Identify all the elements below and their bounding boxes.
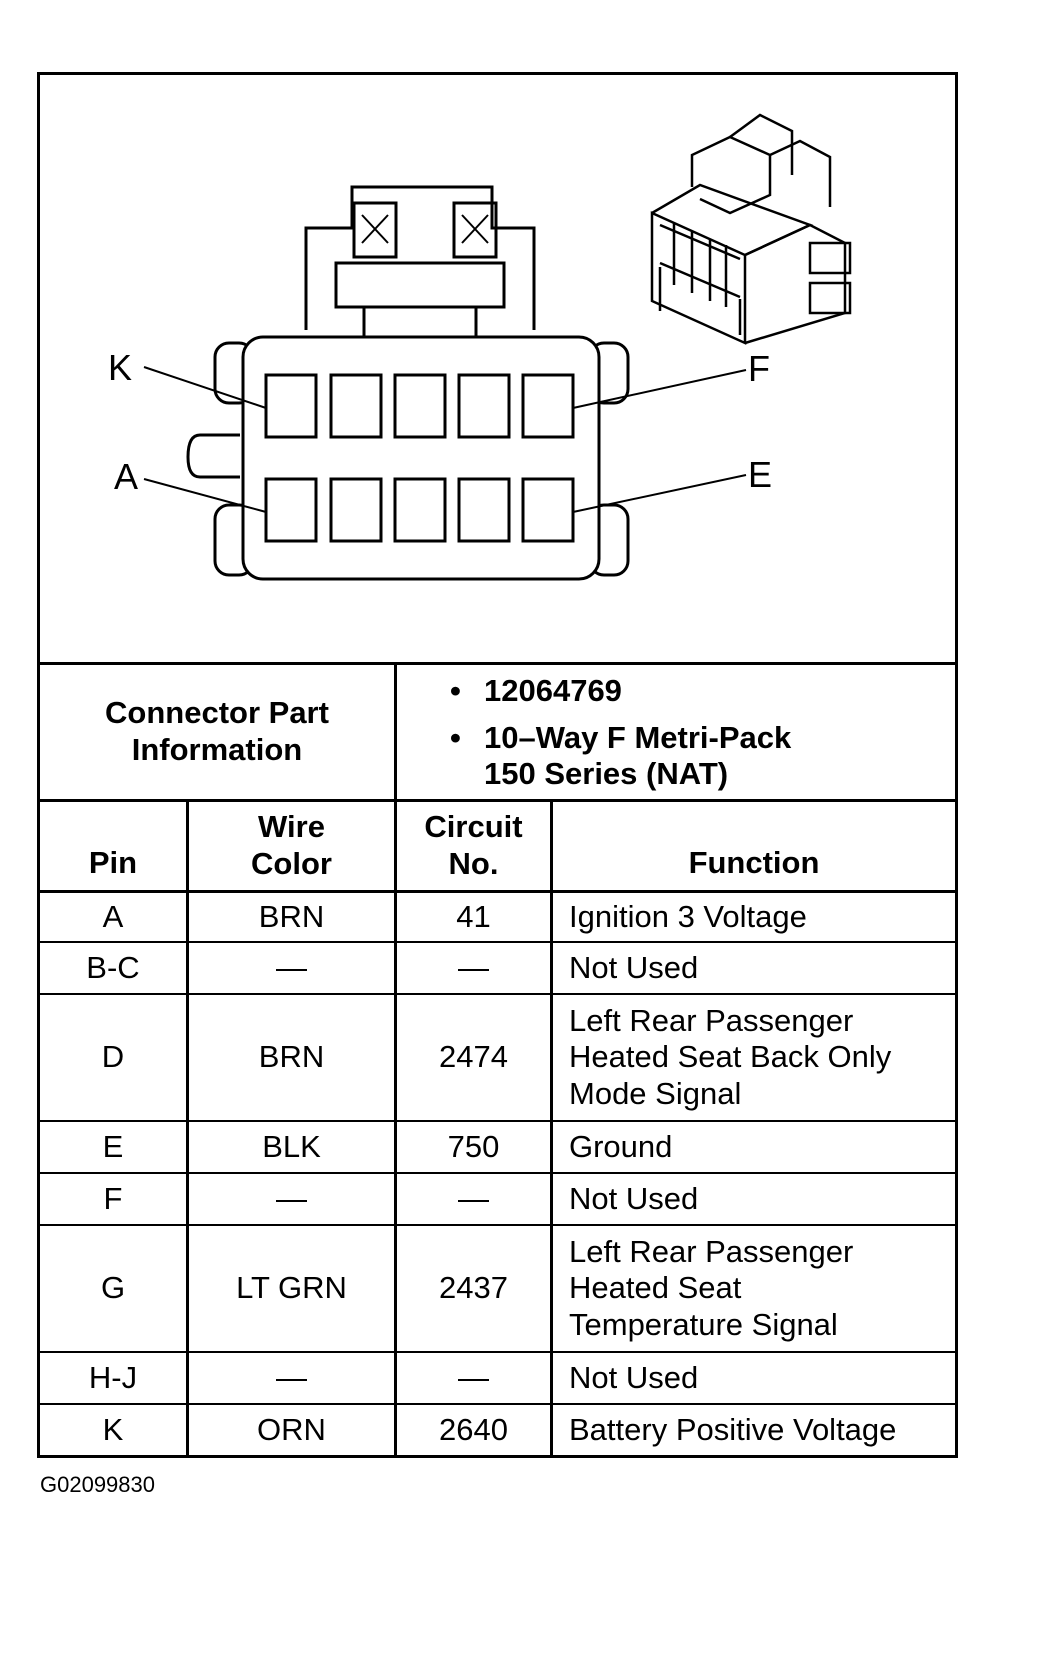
pin-label-e: E (748, 454, 772, 495)
row-a-circuit: 41 (456, 898, 491, 934)
cavity-f (521, 373, 575, 439)
connector-part-number: •12064769 (450, 673, 622, 708)
latch-bar (334, 261, 506, 309)
row-g-function: Left Rear Passenger Heated Seat Temperat… (569, 1233, 854, 1342)
row-f-pin: F (103, 1180, 123, 1216)
header-circuit: Circuit No. (424, 809, 523, 881)
row-k-wire-color: ORN (257, 1411, 326, 1447)
row-g-circuit: 2437 (439, 1270, 508, 1306)
row-bc-function: Not Used (569, 949, 699, 985)
row-k-function: Battery Positive Voltage (569, 1411, 897, 1447)
row-e-function: Ground (569, 1128, 673, 1164)
cavity-top-3 (393, 373, 447, 439)
row-a-pin: A (102, 898, 124, 934)
header-function: Function (688, 845, 820, 881)
row-d-function: Left Rear Passenger Heated Seat Back Onl… (569, 1002, 892, 1111)
row-a-wire-color: BRN (258, 898, 325, 934)
row-bc-pin: B-C (86, 949, 140, 985)
row-k-circuit: 2640 (439, 1411, 508, 1447)
connector-part-info-list: •12064769 •10–Way F Metri-Pack 150 Serie… (450, 673, 910, 803)
cavity-bottom-3 (393, 477, 447, 543)
connector-body (241, 335, 601, 581)
cavity-bottom-2 (329, 477, 383, 543)
row-e-wire-color: BLK (262, 1128, 321, 1164)
row-f-circuit: — (458, 1180, 489, 1216)
row-bc-circuit: — (458, 949, 489, 985)
cavity-a (264, 477, 318, 543)
header-pin: Pin (88, 845, 138, 881)
cavity-top-4 (457, 373, 511, 439)
left-tab (186, 433, 240, 479)
row-hj-circuit: — (458, 1359, 489, 1395)
pin-label-f: F (748, 348, 770, 389)
row-a-function: Ignition 3 Voltage (569, 898, 807, 934)
row-d-circuit: 2474 (439, 1039, 508, 1075)
row-hj-pin: H-J (88, 1359, 138, 1395)
row-k-pin: K (102, 1411, 124, 1447)
connector-part-info-label: Connector Part Information (105, 695, 329, 767)
connector-face-diagram: K A F E (108, 113, 852, 581)
row-bc-wire-color: — (276, 949, 307, 985)
connector-part-type: •10–Way F Metri-Pack 150 Series (NAT) (450, 719, 792, 792)
header-wire-color: Wire Color (251, 809, 332, 881)
latch-clip-right (452, 201, 498, 259)
pin-label-a: A (114, 456, 138, 497)
row-d-wire-color: BRN (258, 1039, 325, 1075)
cavity-top-2 (329, 373, 383, 439)
figure-id: G02099830 (40, 1472, 155, 1497)
connector-figure-frame: K A F E Connector Part Information •1206… (37, 72, 958, 1458)
leader-f (572, 369, 747, 409)
leader-e (572, 474, 747, 513)
leader-k (143, 366, 267, 409)
connector-3d-icon (650, 113, 852, 345)
row-f-wire-color: — (276, 1180, 307, 1216)
row-d-pin: D (101, 1039, 125, 1075)
row-e-circuit: 750 (447, 1128, 500, 1164)
latch-housing (304, 185, 536, 330)
row-hj-function: Not Used (569, 1359, 699, 1395)
pin-label-k: K (108, 347, 132, 388)
cavity-bottom-4 (457, 477, 511, 543)
leader-a (143, 478, 267, 513)
row-f-function: Not Used (569, 1180, 699, 1216)
row-g-pin: G (100, 1270, 126, 1306)
row-e-pin: E (102, 1128, 124, 1164)
cavity-k (264, 373, 318, 439)
cavity-e (521, 477, 575, 543)
latch-clip-left (352, 201, 398, 259)
row-hj-wire-color: — (276, 1359, 307, 1395)
row-g-wire-color: LT GRN (236, 1270, 347, 1306)
